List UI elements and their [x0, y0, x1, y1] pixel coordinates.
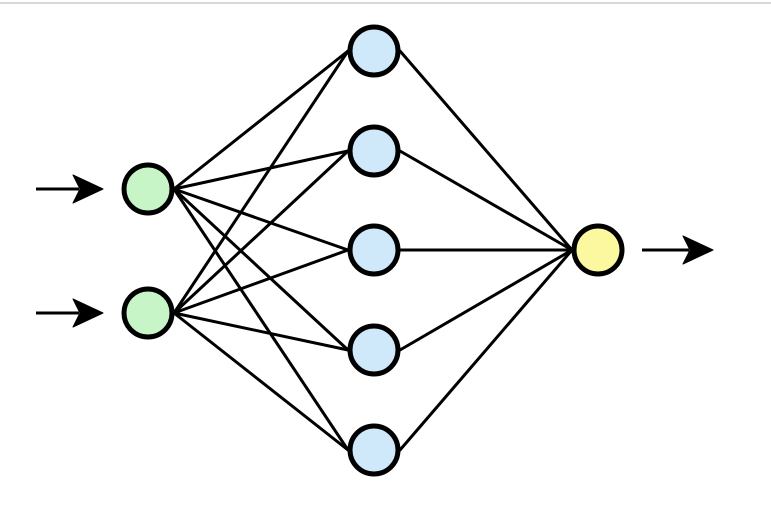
input-1-node: [121, 162, 175, 216]
output-arrow-head-icon: [682, 235, 714, 265]
edge-hidden-5-to-output-1: [398, 248, 574, 452]
input-arrow-2-head-icon: [72, 298, 104, 328]
hidden-1-node: [347, 24, 401, 78]
edge-hidden-4-to-output-1: [398, 248, 574, 352]
edge-input-1-to-hidden-4: [172, 187, 350, 352]
edge-input-1-to-hidden-5: [172, 187, 350, 452]
output-1-node: [571, 223, 625, 277]
hidden-5-node: [347, 423, 401, 477]
input-2-node: [121, 286, 175, 340]
edge-input-2-to-hidden-4: [172, 311, 350, 352]
edge-input-2-to-hidden-2: [172, 149, 350, 315]
hidden-2-node: [347, 124, 401, 178]
edge-input-1-to-hidden-1: [172, 49, 350, 191]
edge-hidden-1-to-output-1: [398, 49, 574, 252]
edge-input-2-to-hidden-5: [172, 311, 350, 452]
hidden-4-node: [347, 323, 401, 377]
hidden-3-node: [347, 223, 401, 277]
edge-input-1-to-hidden-3: [172, 187, 350, 252]
edge-input-2-to-hidden-1: [172, 49, 350, 315]
edge-hidden-2-to-output-1: [398, 149, 574, 252]
edge-input-1-to-hidden-2: [172, 149, 350, 191]
edge-input-2-to-hidden-3: [172, 248, 350, 315]
input-arrow-1-head-icon: [72, 174, 104, 204]
